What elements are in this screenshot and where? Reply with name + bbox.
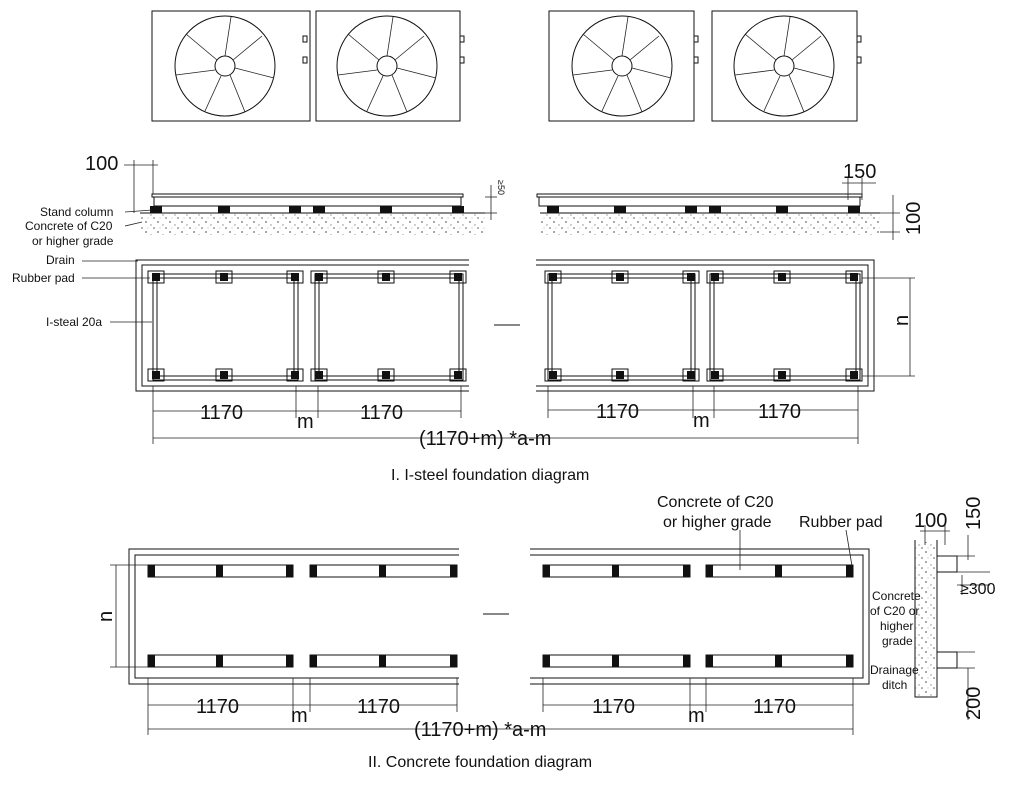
dim-1170-g: 1170 [592,696,635,718]
dim-m-d: m [688,705,705,727]
label-side-concrete-2: of C20 or [870,604,919,618]
label-concrete2-line2: or higher grade [663,514,772,531]
label-drain: Drain [46,253,75,267]
label-rubber-pad: Rubber pad [12,271,75,285]
text-layer: 100 150 100 ≥50 Stand column Concrete of… [12,153,996,771]
dim-total-i: (1170+m) *a-m [419,428,551,450]
i-steel-plan [135,259,915,444]
fan-unit-4 [711,10,862,122]
dim-n-ii: n [95,611,117,622]
label-drainage-1: Drainage [870,663,919,677]
dim-200-side: 200 [963,687,985,720]
dim-100-top-left: 100 [85,153,118,175]
dim-1170-e: 1170 [196,696,239,718]
label-side-concrete-1: Concrete [872,589,921,603]
fan-unit-1 [151,10,311,122]
label-side-concrete-4: grade [882,634,913,648]
i-steel-elevation [82,160,900,323]
fan-unit-3 [548,10,699,122]
concrete-side-detail [914,525,990,720]
dim-1170-c: 1170 [596,401,639,423]
dim-150-side: 150 [963,497,985,530]
dim-1170-h: 1170 [753,696,796,718]
dim-50-small: ≥50 [496,180,506,195]
label-rubber-pad-2: Rubber pad [799,514,883,531]
dim-total-ii: (1170+m) *a-m [414,719,546,741]
dim-100-side: 100 [914,510,947,532]
label-stand-column: Stand column [40,205,113,219]
dim-100-right: 100 [903,202,925,235]
dim-1170-a: 1170 [200,402,243,424]
label-concrete-line2: or higher grade [32,234,114,248]
dim-150-top-right: 150 [843,161,876,183]
dim-m-a: m [297,411,314,433]
concrete-plan [110,529,870,735]
label-concrete2-line1: Concrete of C20 [657,494,774,511]
dim-n-i: n [891,315,913,326]
dim-m-b: m [693,410,710,432]
label-i-steel: I-steal 20a [46,315,102,329]
caption-ii: II. Concrete foundation diagram [368,754,592,771]
label-drainage-2: ditch [882,678,907,692]
caption-i: I. I-steel foundation diagram [391,467,589,484]
dim-1170-f: 1170 [357,696,400,718]
label-concrete-line1: Concrete of C20 [25,219,113,233]
dim-1170-b: 1170 [360,402,403,424]
dim-300-side: ≥300 [960,581,996,598]
fan-unit-2 [315,10,465,122]
dim-m-c: m [291,705,308,727]
label-side-concrete-3: higher [880,619,913,633]
dim-1170-d: 1170 [758,401,801,423]
